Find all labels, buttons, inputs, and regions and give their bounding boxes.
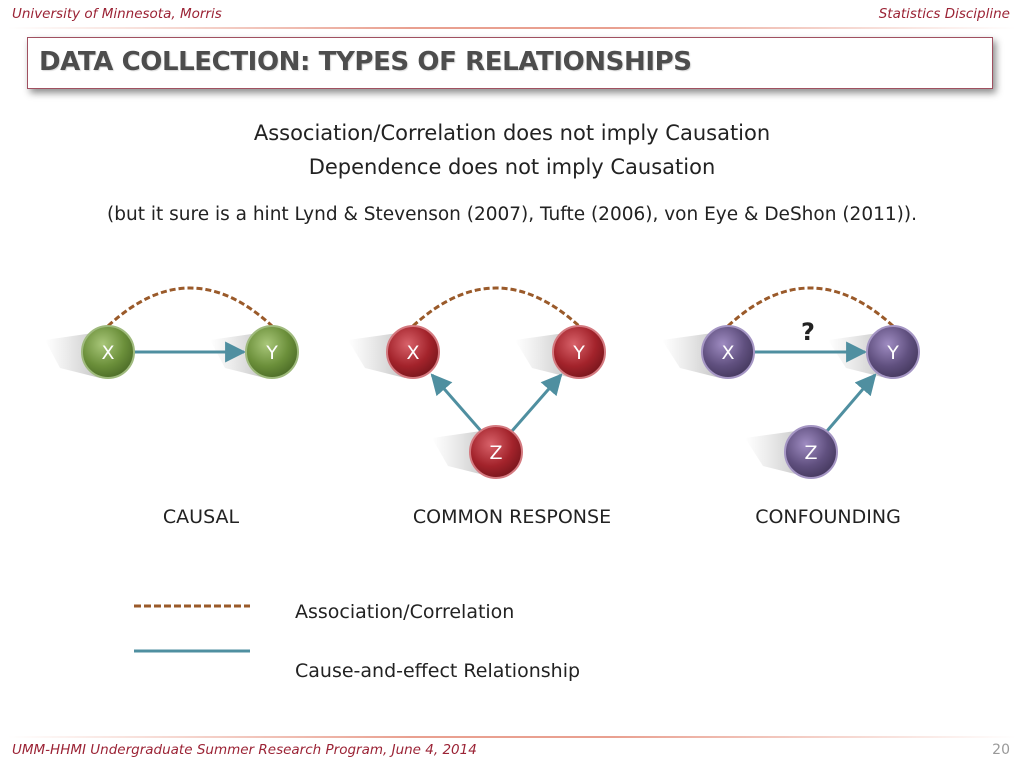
confounding-z-to-y-arrow (825, 373, 877, 432)
common-z-to-y-arrow (510, 373, 563, 432)
common-node-x (386, 325, 440, 379)
header-institution: University of Minnesota, Morris (12, 6, 222, 22)
statement-dependence: Dependence does not imply Causation (308, 155, 716, 179)
causal-node-y (245, 325, 299, 379)
legend-cause-label: Cause-and-effect Relationship (295, 660, 581, 682)
confounding-label-x: X (721, 342, 734, 364)
common-label-x: X (406, 342, 419, 364)
diagram-common-response: X Y Z (348, 286, 606, 479)
causal-node-x (81, 325, 135, 379)
common-node-y (552, 325, 606, 379)
confounding-node-x (701, 325, 755, 379)
confounding-question-mark: ? (801, 318, 815, 346)
caption-causal: CAUSAL (162, 506, 240, 528)
page-title: DATA COLLECTION: TYPES OF RELATIONSHIPS (39, 47, 692, 77)
legend (134, 604, 250, 653)
common-association-arc (411, 286, 581, 328)
confounding-label-z: Z (804, 442, 817, 464)
common-label-z: Z (489, 442, 502, 464)
confounding-node-y (866, 325, 920, 379)
caption-confounding: CONFOUNDING (755, 506, 901, 528)
diagram-causal: X Y (45, 286, 299, 379)
causal-association-arc (106, 286, 274, 328)
diagram-confounding: X Y Z ? (662, 286, 920, 479)
statement-references: (but it sure is a hint Lynd & Stevenson … (107, 204, 917, 225)
caption-common-response: COMMON RESPONSE (412, 506, 612, 528)
confounding-label-y: Y (886, 342, 899, 364)
header-discipline: Statistics Discipline (878, 6, 1010, 22)
common-z-to-x-arrow (430, 373, 483, 432)
causal-label-x: X (101, 342, 114, 364)
page-number: 20 (992, 742, 1010, 758)
legend-association-label: Association/Correlation (295, 601, 515, 623)
footer-program: UMM-HHMI Undergraduate Summer Research P… (12, 742, 477, 758)
statement-association: Association/Correlation does not imply C… (253, 121, 771, 145)
confounding-node-z (784, 425, 838, 479)
common-node-z (469, 425, 523, 479)
title-box: DATA COLLECTION: TYPES OF RELATIONSHIPS (27, 37, 993, 89)
confounding-association-arc (726, 286, 895, 328)
header-divider (8, 27, 1016, 29)
causal-label-y: Y (265, 342, 278, 364)
footer-divider (8, 736, 1016, 738)
common-label-y: Y (572, 342, 585, 364)
